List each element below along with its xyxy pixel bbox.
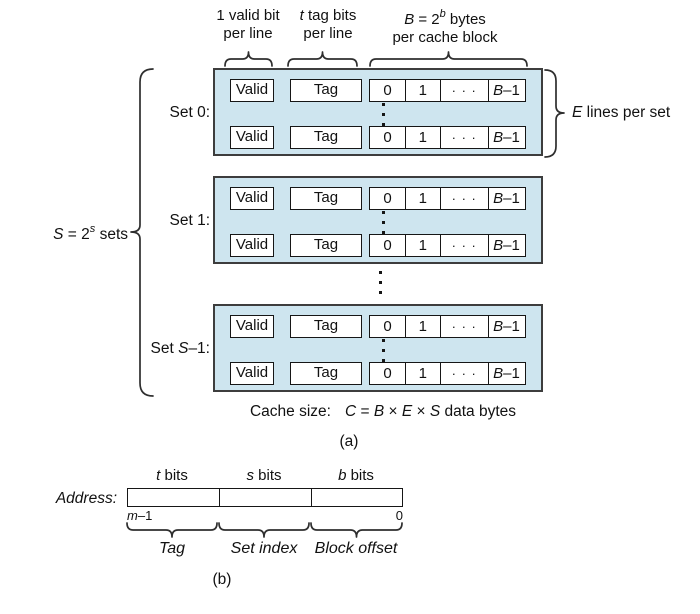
caption-b: (b) bbox=[212, 571, 232, 588]
byte-cell-ellipsis: · · · bbox=[441, 188, 489, 209]
byte-cell-1: 1 bbox=[406, 316, 441, 337]
cache-line: Valid Tag 0 1 · · · B–1 bbox=[215, 315, 541, 338]
address-set-index-field bbox=[220, 489, 312, 506]
b-bits-label: b bits bbox=[338, 467, 374, 484]
byte-cell-0: 0 bbox=[370, 127, 406, 148]
msb-index-label: m–1 bbox=[127, 508, 153, 523]
underbrace-block-offset-field bbox=[310, 522, 403, 538]
num-sets-label: S = 2s sets bbox=[53, 223, 128, 244]
tag-cell: Tag bbox=[290, 79, 362, 102]
tag-cell: Tag bbox=[290, 187, 362, 210]
byte-cell-b-1: B–1 bbox=[493, 318, 520, 335]
byte-cell-ellipsis: · · · bbox=[441, 363, 489, 384]
address-block-offset-field bbox=[312, 489, 403, 506]
byte-cell-1: 1 bbox=[406, 363, 441, 384]
e-lines-per-set-label: E lines per set bbox=[572, 104, 671, 121]
cache-line: Valid Tag 0 1 · · · B–1 bbox=[215, 187, 541, 210]
valid-bit-cell: Valid bbox=[230, 126, 274, 149]
tag-cell: Tag bbox=[290, 362, 362, 385]
lsb-index-label: 0 bbox=[395, 508, 403, 523]
byte-cell-ellipsis: · · · bbox=[441, 127, 489, 148]
tag-cell: Tag bbox=[290, 315, 362, 338]
set-0-label: Set 0: bbox=[169, 104, 211, 121]
cache-line: Valid Tag 0 1 · · · B–1 bbox=[215, 234, 541, 257]
tag-field-label: Tag bbox=[158, 540, 186, 557]
cache-line: Valid Tag 0 1 · · · B–1 bbox=[215, 79, 541, 102]
caption-a: (a) bbox=[339, 433, 359, 450]
byte-cell-0: 0 bbox=[370, 80, 406, 101]
byte-cell-b-1: B–1 bbox=[493, 365, 520, 382]
address-word bbox=[127, 488, 403, 507]
overbrace-block-column bbox=[369, 51, 528, 67]
set-index-field-label: Set index bbox=[230, 540, 298, 557]
block-bytes-cells: 0 1 · · · B–1 bbox=[369, 126, 526, 149]
vertical-ellipsis-icon bbox=[378, 271, 382, 301]
byte-cell-b-1: B–1 bbox=[493, 190, 520, 207]
underbrace-set-index-field bbox=[218, 522, 310, 538]
cache-size-formula: Cache size:C = B × E × S data bytes bbox=[249, 403, 517, 420]
tag-bits-column-label: t tag bits per line bbox=[299, 7, 357, 42]
byte-cell-b-1: B–1 bbox=[493, 237, 520, 254]
underbrace-tag-field bbox=[126, 522, 218, 538]
set-1-box: Valid Tag 0 1 · · · B–1 Valid Tag 0 1 · … bbox=[213, 176, 543, 264]
valid-bit-cell: Valid bbox=[230, 187, 274, 210]
byte-cell-ellipsis: · · · bbox=[441, 80, 489, 101]
valid-bit-cell: Valid bbox=[230, 362, 274, 385]
valid-bit-cell: Valid bbox=[230, 315, 274, 338]
overbrace-valid-column bbox=[224, 51, 273, 67]
set-1-label: Set 1: bbox=[169, 212, 211, 229]
address-label: Address: bbox=[55, 490, 117, 507]
block-bytes-cells: 0 1 · · · B–1 bbox=[369, 187, 526, 210]
address-tag-field bbox=[128, 489, 220, 506]
byte-cell-1: 1 bbox=[406, 235, 441, 256]
set-s-1-box: Valid Tag 0 1 · · · B–1 Valid Tag 0 1 · … bbox=[213, 304, 543, 392]
tag-cell: Tag bbox=[290, 234, 362, 257]
byte-cell-0: 0 bbox=[370, 316, 406, 337]
valid-bit-column-label: 1 valid bit per line bbox=[216, 7, 280, 42]
byte-cell-ellipsis: · · · bbox=[441, 235, 489, 256]
byte-cell-1: 1 bbox=[406, 80, 441, 101]
valid-bit-cell: Valid bbox=[230, 234, 274, 257]
s-bits-label: s bits bbox=[246, 467, 282, 484]
block-bytes-cells: 0 1 · · · B–1 bbox=[369, 315, 526, 338]
block-bytes-cells: 0 1 · · · B–1 bbox=[369, 362, 526, 385]
block-offset-field-label: Block offset bbox=[314, 540, 398, 557]
vertical-ellipsis-icon bbox=[381, 103, 385, 133]
byte-cell-0: 0 bbox=[370, 188, 406, 209]
valid-bit-cell: Valid bbox=[230, 79, 274, 102]
byte-cell-0: 0 bbox=[370, 235, 406, 256]
cache-line: Valid Tag 0 1 · · · B–1 bbox=[215, 126, 541, 149]
byte-cell-1: 1 bbox=[406, 127, 441, 148]
tag-cell: Tag bbox=[290, 126, 362, 149]
byte-cell-b-1: B–1 bbox=[493, 129, 520, 146]
set-0-box: Valid Tag 0 1 · · · B–1 Valid Tag 0 1 · … bbox=[213, 68, 543, 156]
cache-line: Valid Tag 0 1 · · · B–1 bbox=[215, 362, 541, 385]
byte-cell-b-1: B–1 bbox=[493, 82, 520, 99]
byte-cell-1: 1 bbox=[406, 188, 441, 209]
overbrace-tag-column bbox=[287, 51, 358, 67]
byte-cell-ellipsis: · · · bbox=[441, 316, 489, 337]
block-bytes-cells: 0 1 · · · B–1 bbox=[369, 234, 526, 257]
byte-cell-0: 0 bbox=[370, 363, 406, 384]
vertical-ellipsis-icon bbox=[381, 339, 385, 369]
right-brace-lines-per-set bbox=[544, 69, 565, 158]
block-bytes-cells: 0 1 · · · B–1 bbox=[369, 79, 526, 102]
block-bytes-column-label: B = 2b bytes per cache block bbox=[392, 8, 498, 46]
set-s-1-label: Set S–1: bbox=[150, 340, 210, 357]
vertical-ellipsis-icon bbox=[381, 211, 385, 241]
t-bits-label: t bits bbox=[156, 467, 188, 484]
